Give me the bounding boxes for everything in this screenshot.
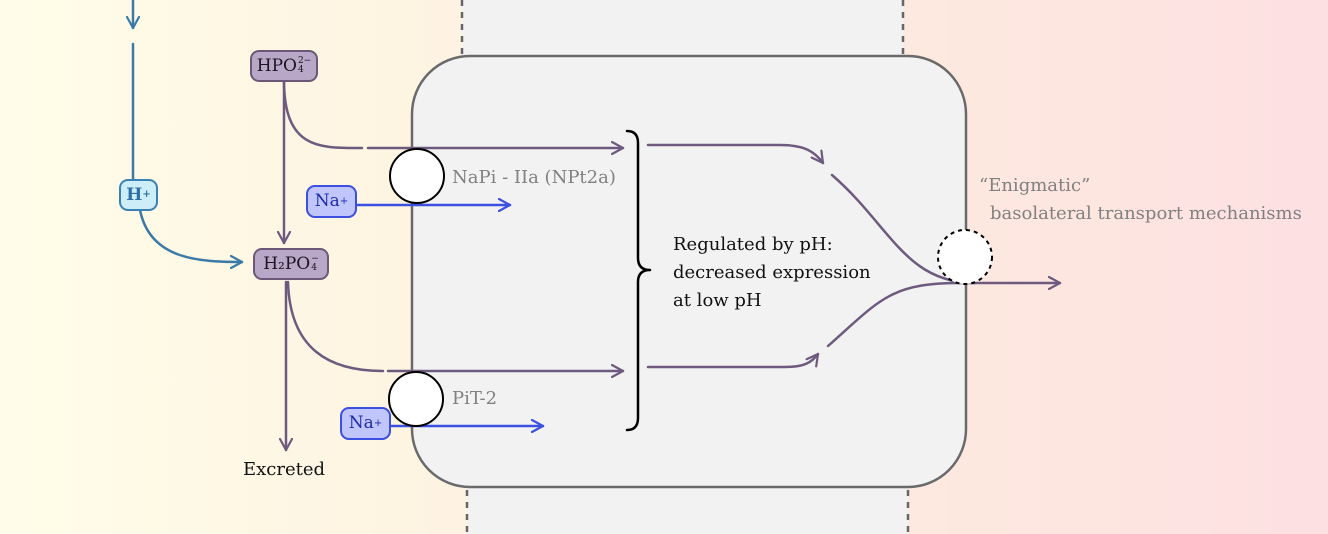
upper-cytosol-arrow (646, 143, 825, 165)
h2po4-formula: H₂PO (263, 253, 311, 274)
regulation-note: Regulated by pH: decreased expression at… (673, 231, 871, 315)
basolateral-transporter-icon (937, 229, 993, 285)
neighbor-cell-top (460, 0, 905, 60)
regulation-line-2: decreased expression (673, 262, 871, 283)
h2po4-to-pit-curve (286, 280, 385, 373)
pit-transporter-icon (388, 371, 444, 427)
proton-pathway (133, 0, 244, 262)
na-bottom-symbol: Na (348, 413, 374, 433)
excreted-label: Excreted (243, 459, 326, 480)
napi-transporter-icon (389, 148, 445, 204)
phosphate-pathways (282, 78, 1062, 452)
hpo4-to-napi-curve (282, 78, 364, 150)
proton-to-h2po4-arrow (138, 208, 244, 262)
h2po4-subscript: 4 (311, 263, 317, 273)
na-bottom-label: Na+ (340, 407, 391, 440)
regulation-line-1: Regulated by pH: (673, 234, 833, 255)
h2po4-label: H₂PO−4 (253, 248, 329, 280)
na-bottom-charge: + (373, 417, 383, 429)
proton-charge: + (142, 189, 151, 200)
basolateral-caption-line-2: basolateral transport mechanisms (990, 203, 1302, 224)
napi-transporter-label: NaPi - IIa (NPt2a) (452, 167, 616, 188)
proton-label: H+ (119, 179, 158, 211)
proton-symbol: H (126, 184, 143, 205)
lower-merge-curve (826, 281, 962, 348)
hpo4-charge: 2− (297, 56, 312, 67)
basolateral-caption-line-1: “Enigmatic” (979, 175, 1091, 196)
lower-cytosol-arrow (646, 352, 820, 369)
hpo4-subscript: 4 (297, 65, 304, 75)
na-top-symbol: Na (314, 191, 340, 211)
regulation-line-3: at low pH (673, 290, 762, 311)
pit-transporter-label: PiT-2 (452, 388, 498, 409)
na-top-charge: + (339, 195, 349, 207)
hpo4-formula: HPO (256, 55, 297, 76)
na-top-label: Na+ (306, 185, 357, 218)
h2po4-charge: − (311, 254, 319, 265)
neighbor-cell-bottom (465, 484, 910, 534)
regulation-brace (625, 129, 652, 432)
